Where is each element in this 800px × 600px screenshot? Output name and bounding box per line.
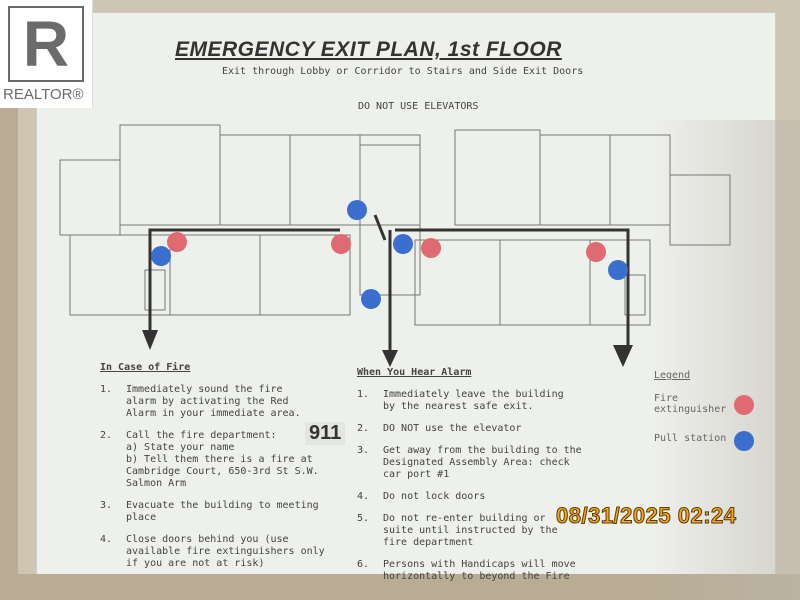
item-number: 6. [357, 559, 370, 570]
elevator-warning: DO NOT USE ELEVATORS [358, 101, 479, 112]
list-item: 3. Get away from the building to the Desi… [357, 445, 647, 481]
stairs [624, 274, 646, 316]
item-number: 1. [357, 389, 370, 400]
fire-instructions: In Case of Fire 1. Immediately sound the … [100, 362, 350, 580]
exit-arrow [142, 330, 158, 350]
date-stamp: 08/31/2025 02:24 [556, 503, 737, 529]
item-text: Close doors behind you (use available fi… [126, 534, 325, 569]
item-number: 3. [100, 500, 113, 511]
legend-label: Fire extinguisher [654, 393, 727, 415]
sign-title: EMERGENCY EXIT PLAN, 1st FLOOR [175, 38, 562, 61]
item-text: Do not lock doors [383, 491, 486, 502]
alarm-heading: When You Hear Alarm [357, 367, 472, 378]
room [609, 134, 671, 226]
room [59, 159, 121, 236]
realtor-logo: R REALTOR® [0, 0, 93, 108]
stairs [144, 269, 166, 311]
item-number: 4. [357, 491, 370, 502]
fire-extinguisher-marker [421, 238, 441, 258]
room [589, 239, 651, 326]
sign-subtitle: Exit through Lobby or Corridor to Stairs… [222, 66, 584, 77]
room [219, 134, 291, 226]
room [359, 134, 421, 226]
fire-extinguisher-marker [331, 234, 351, 254]
legend-label: Pull station [654, 433, 727, 444]
item-number: 4. [100, 534, 113, 545]
list-item: 2. DO NOT use the elevator [357, 423, 647, 435]
realtor-text: REALTOR® [3, 86, 84, 103]
realtor-r-icon: R [8, 6, 84, 82]
item-text: Call the fire department: [126, 430, 277, 441]
pull-station-marker [151, 246, 171, 266]
pull-station-icon [734, 431, 754, 451]
shadow [650, 120, 800, 600]
item-number: 2. [357, 423, 370, 434]
item-text: Persons with Handicaps will move horizon… [383, 559, 576, 582]
room [69, 234, 171, 316]
item-number: 5. [357, 513, 370, 524]
room [454, 129, 541, 226]
legend-item-fire-extinguisher: Fire extinguisher [654, 393, 754, 433]
floor-plan [59, 124, 731, 367]
fire-heading: In Case of Fire [100, 362, 191, 373]
list-item: 2. Call the fire department:a) State your… [100, 430, 350, 490]
item-text: Immediately leave the building by the ne… [383, 389, 564, 412]
exit-routes [148, 214, 630, 355]
list-item: 3. Evacuate the building to meeting place [100, 500, 350, 524]
pull-station-marker [608, 260, 628, 280]
room [259, 234, 351, 316]
pull-station-marker [347, 200, 367, 220]
pull-station-marker [361, 289, 381, 309]
room [119, 124, 221, 226]
legend: Legend Fire extinguisher Pull station [654, 370, 754, 473]
list-item: 6. Persons with Handicaps will move horiz… [357, 559, 647, 583]
exit-arrow [382, 350, 398, 367]
item-number: 3. [357, 445, 370, 456]
exit-arrows [142, 330, 633, 367]
legend-title: Legend [654, 370, 691, 381]
item-subtext: a) State your name b) Tell them there is… [126, 442, 319, 489]
pull-station-marker [393, 234, 413, 254]
item-number: 2. [100, 430, 113, 441]
item-text: Evacuate the building to meeting place [126, 500, 319, 523]
item-text: Do not re-enter building or suite until … [383, 513, 558, 548]
item-text: Immediately sound the fire alarm by acti… [126, 384, 301, 419]
fire-extinguisher-marker [167, 232, 187, 252]
list-item: 1. Immediately leave the building by the … [357, 389, 647, 413]
markers [151, 200, 628, 309]
list-item: 5. Do not re-enter building or suite unti… [357, 513, 647, 549]
fire-extinguisher-marker [586, 242, 606, 262]
item-text: Get away from the building to the Design… [383, 445, 582, 480]
alarm-instructions: When You Hear Alarm 1. Immediately leave … [357, 367, 647, 593]
list-item: 1. Immediately sound the fire alarm by ac… [100, 384, 350, 420]
legend-item-pull-station: Pull station [654, 431, 754, 473]
room [669, 174, 731, 246]
room [539, 134, 611, 226]
room [499, 239, 591, 326]
item-number: 1. [100, 384, 113, 395]
exit-arrow [613, 345, 633, 367]
list-item: 4. Do not lock doors [357, 491, 647, 503]
item-text: DO NOT use the elevator [383, 423, 522, 434]
emergency-number: 911 [305, 422, 346, 445]
fire-extinguisher-icon [734, 395, 754, 415]
list-item: 4. Close doors behind you (use available … [100, 534, 350, 570]
